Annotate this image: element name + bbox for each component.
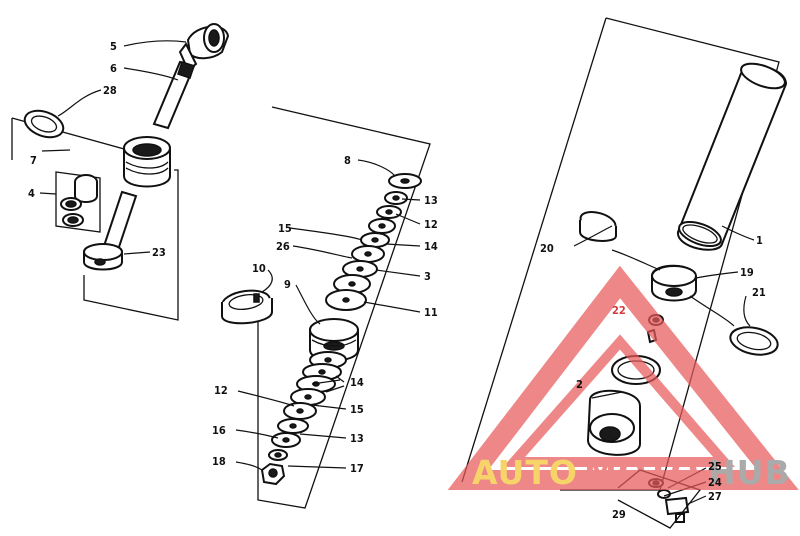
callout-28: 28 <box>103 84 117 97</box>
watermark-moto: MOTO <box>584 453 699 492</box>
upper-washer-stack <box>325 173 422 311</box>
callout-11: 11 <box>424 306 438 319</box>
callout-23: 23 <box>152 246 166 259</box>
callout-10: 10 <box>252 262 266 275</box>
callout-19: 19 <box>740 266 754 279</box>
lower-washer-stack <box>268 351 347 461</box>
bottom-cup <box>83 243 123 271</box>
callout-labels: 5 6 28 7 4 23 8 13 12 15 14 26 10 3 9 11… <box>28 40 766 521</box>
callout-13b: 13 <box>350 432 364 445</box>
callout-5: 5 <box>110 40 117 53</box>
outer-ring <box>729 326 779 356</box>
watermark-hub: HUB <box>708 453 791 492</box>
outer-tube <box>677 62 788 251</box>
callout-2: 2 <box>576 378 583 391</box>
callout-13a: 13 <box>424 194 438 207</box>
callout-22: 22 <box>612 304 626 317</box>
middle-valve-stack-group <box>221 106 431 509</box>
callout-24: 24 <box>708 476 722 489</box>
hex-nut <box>260 462 286 486</box>
callout-25: 25 <box>708 460 722 473</box>
callout-26: 26 <box>276 240 290 253</box>
end-cap <box>651 264 697 302</box>
callout-12a: 12 <box>424 218 438 231</box>
callout-8: 8 <box>344 154 351 167</box>
callout-16: 16 <box>212 424 226 437</box>
callout-27: 27 <box>708 490 722 503</box>
callout-18: 18 <box>212 455 226 468</box>
bearing-cap <box>123 136 171 188</box>
callout-4: 4 <box>28 187 35 200</box>
callout-14a: 14 <box>424 240 438 253</box>
callout-12b: 12 <box>214 384 228 397</box>
left-assembly-group <box>11 23 230 321</box>
callout-14b: 14 <box>350 376 364 389</box>
callout-15b: 15 <box>350 403 364 416</box>
callout-6: 6 <box>110 62 117 75</box>
callout-21: 21 <box>752 286 766 299</box>
callout-29: 29 <box>612 508 626 521</box>
callout-15a: 15 <box>278 222 292 235</box>
piston-rod <box>152 60 196 130</box>
callout-17: 17 <box>350 462 364 475</box>
callout-3: 3 <box>424 270 431 283</box>
split-ring <box>221 289 273 325</box>
ring-seal <box>23 109 65 139</box>
tube-ring <box>579 211 617 242</box>
watermark-auto: AUTO <box>472 453 578 492</box>
piston <box>309 318 359 362</box>
watermark: AUTO MOTO HUB <box>447 265 799 492</box>
callout-9: 9 <box>284 278 291 291</box>
callout-20: 20 <box>540 242 554 255</box>
callout-7: 7 <box>30 154 37 167</box>
bushing-set <box>55 171 101 233</box>
callout-1: 1 <box>756 234 763 247</box>
